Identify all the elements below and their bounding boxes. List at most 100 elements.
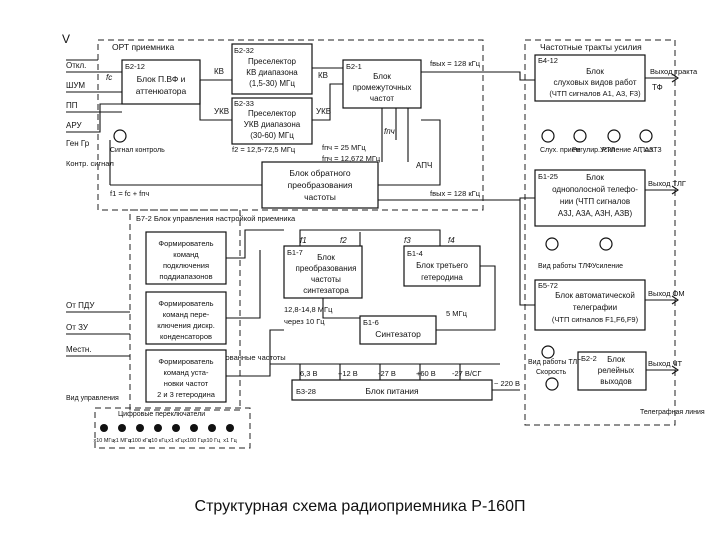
block-b1-12-line-1: Блок П.ВФ и [137, 74, 186, 84]
block-b4-12-line-1: Блок [586, 67, 604, 76]
signal-ukv-1: УКВ [214, 107, 229, 116]
voltage-2: +12 В [338, 369, 358, 378]
digit-label-2: х1 МГц [113, 438, 132, 444]
control-item-1-line-3: подключения [163, 261, 209, 270]
if-conversion-wires [381, 108, 409, 162]
left-label-pp: ПП [66, 101, 78, 110]
digit-switch-2[interactable] [118, 424, 126, 432]
knob-pol[interactable] [639, 129, 653, 143]
digit-switch-5[interactable] [172, 424, 180, 432]
digit-switch-1[interactable] [100, 424, 108, 432]
signal-synth-range-2: через 10 Гц [284, 317, 325, 326]
control-item-1-line-2: команд [173, 250, 199, 259]
left-label-zu: От ЗУ [66, 323, 89, 332]
block-b1-7-line-4: синтезатора [303, 286, 349, 295]
knob-label-mode-tlf: Вид работы ТЛФ [538, 262, 592, 270]
digit-switch-6[interactable] [190, 424, 198, 432]
knob-control-signal[interactable] [113, 129, 127, 143]
block-b2-2-line-1: Блок [607, 355, 625, 364]
knob-rtl[interactable] [573, 129, 587, 143]
left-label-agc: АРУ [66, 121, 82, 130]
digit-label-5: х1 кГц [168, 438, 185, 444]
knob-listen[interactable] [541, 129, 555, 143]
block-b5-72-line-2: телеграфии [573, 303, 617, 312]
block-b5-72-line-3: (ЧТП сигналов F1,F6,F9) [552, 315, 639, 324]
right-label-cht: Выход ЧТ [648, 359, 683, 368]
block-b1-25-line-4: А3J, A3A, A3H, A3B) [558, 209, 633, 218]
power-bus-wires [270, 363, 500, 380]
knob-mode-tlf[interactable] [545, 237, 559, 251]
control-group-label: Б7-2 Блок управления настройкой приемник… [136, 214, 296, 223]
left-label-gen: Ген Гр [66, 139, 90, 148]
afc-wire [378, 119, 441, 186]
left-label-noise: ШУМ [66, 81, 85, 90]
block-b1-12-code: Б2-12 [125, 62, 145, 71]
block-b4-12-code: Б4-12 [538, 56, 558, 65]
display-panel-label: Цифровые переключатели [118, 411, 205, 418]
block-b1-4-line-1: Блок третьего [416, 261, 468, 270]
block-b2-1-line-1: Блок [373, 72, 391, 81]
signal-fout-2: fвых = 128 кГц [430, 189, 481, 198]
block-b1-25-line-1: Блок [586, 173, 604, 182]
right-label-tract: Выход тракта [650, 67, 698, 76]
block-b1-4-line-2: гетеродина [421, 273, 463, 282]
block-b2-2-code: Б2-2 [581, 354, 597, 363]
knob-mode-tlg[interactable] [541, 345, 555, 359]
digit-switch-8[interactable] [226, 424, 234, 432]
digit-switch-4[interactable] [154, 424, 162, 432]
block-b1-25-line-3: нии (ЧТП сигналов [560, 197, 630, 206]
signal-ref: 5 МГц [446, 309, 468, 318]
voltage-3: -27 В [378, 369, 396, 378]
knob-gain[interactable] [607, 129, 621, 143]
block-conversion-line-2: преобразования [288, 180, 353, 190]
block-b2-33-line-1: Преселектор [248, 109, 297, 118]
signal-kv-2: КВ [318, 71, 328, 80]
block-b4-12-line-2: слуховых видов работ [554, 78, 637, 87]
block-b1-12-line-2: аттенюатора [136, 86, 187, 96]
block-conversion-line-1: Блок обратного [289, 168, 350, 178]
signal-f1: f1 [300, 236, 307, 245]
signal-fout: fвых = 128 кГц [430, 59, 481, 68]
block-b2-2 [577, 351, 647, 391]
control-item-3-line-3: новки частот [164, 379, 209, 388]
block-b2-1-line-3: частот [370, 94, 394, 103]
signal-synth-range-1: 12,8-14,8 МГц [284, 305, 333, 314]
control-item-2-line-4: конденсаторов [160, 332, 212, 341]
block-b4-12 [534, 54, 646, 102]
control-item-1 [145, 231, 227, 285]
voltage-6: ~ 220 В [494, 379, 520, 388]
control-item-2-line-1: Формирователь [158, 299, 213, 308]
control-group [129, 209, 241, 411]
knob-label-gain-2: Усиление [592, 263, 623, 270]
digit-switch-3[interactable] [136, 424, 144, 432]
input-wires [66, 71, 122, 133]
receiver-block-diagram: V ОРТ приемника Частотные тракты усилия … [62, 32, 705, 449]
block-b2-2-line-2: релейных [598, 366, 634, 375]
left-label-control-mode: Вид управления [66, 395, 119, 402]
block-b1-25-code: Б1-25 [538, 172, 558, 181]
digit-label-4: х10 кГц [149, 438, 169, 444]
left-label-off: Откл. [66, 61, 86, 70]
signal-afc: АПЧ [416, 161, 432, 170]
block-b5-72 [534, 279, 646, 331]
block-b1-25-line-2: однополосной телефо- [552, 185, 638, 194]
block-b3-28-code: Б3-28 [296, 387, 316, 396]
signal-fif: fпч [384, 127, 395, 136]
block-b5-72-code: Б5-72 [538, 281, 558, 290]
block-b1-4-code: Б1-4 [407, 249, 423, 258]
digit-switch-7[interactable] [208, 424, 216, 432]
control-input-wires [66, 311, 130, 357]
knob-gain-2[interactable] [599, 237, 613, 251]
block-b1-6 [359, 315, 437, 345]
knob-speed[interactable] [545, 377, 559, 391]
right-label-line: Телеграфная линия [640, 409, 705, 416]
knob-label-gain: Усиление АГ, АЗТЗ [600, 147, 662, 154]
left-label-local: Местн. [66, 345, 92, 354]
block-b2-2-line-3: выходов [600, 377, 632, 386]
block-b2-33-code: Б2-33 [234, 99, 254, 108]
block-b1-7-line-2: преобразования [296, 264, 357, 273]
control-item-1-line-1: Формирователь [158, 239, 213, 248]
knob-label-speed: Скорость [536, 369, 567, 376]
signal-fc: fс [106, 73, 112, 82]
